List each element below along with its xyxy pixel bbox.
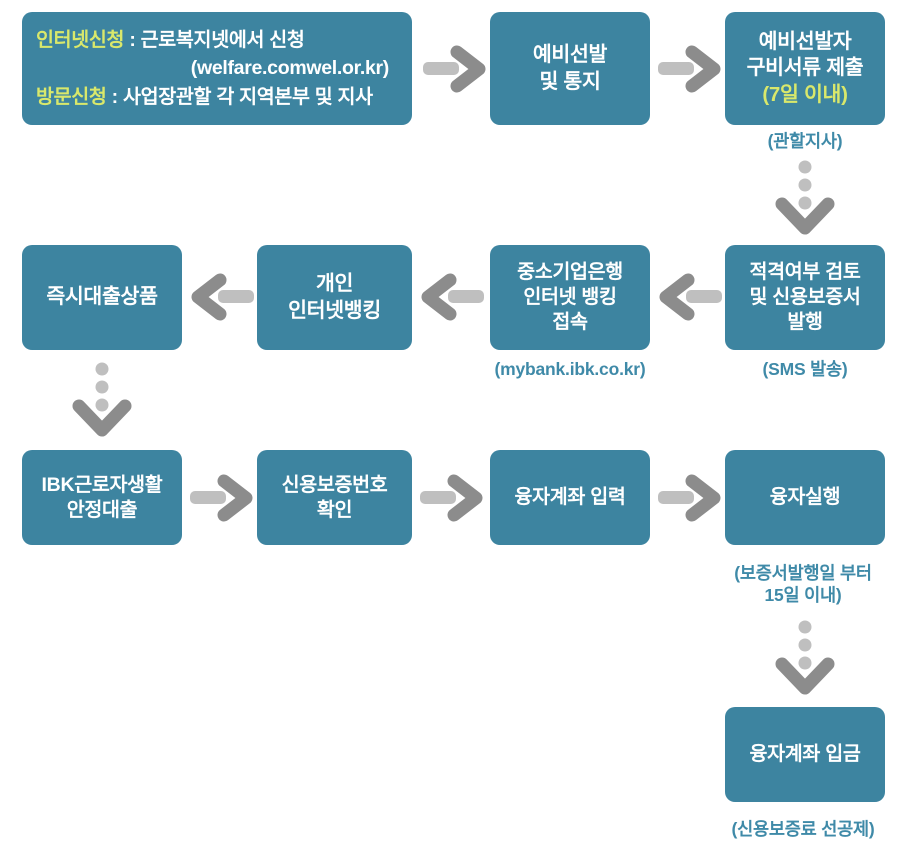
arrow-review-to-ibk-netbank (658, 273, 722, 321)
node-apply-line-1-value: 근로복지넷에서 신청 (140, 29, 305, 52)
node-apply-line-3: 방문신청 : 사업장관할 각 지역본부 및 지사 (36, 83, 400, 111)
arrow-apply-to-preselect (423, 45, 487, 93)
arrow-instant-loan-to-ibk-loan (67, 362, 137, 440)
node-instant-loan: 즉시대출상품 (22, 245, 182, 350)
node-preselect: 예비선발 및 통지 (490, 12, 650, 125)
caption-review: (SMS 발송) (762, 359, 848, 379)
node-guarantee-no: 신용보증번호 확인 (257, 450, 412, 545)
node-documents-highlight: (7일 이내) (762, 82, 848, 106)
node-review: 적격여부 검토 및 신용보증서 발행 (725, 245, 885, 350)
node-apply-line-3-label: 방문신청 (36, 85, 107, 108)
node-loan-exec: 융자실행 (725, 450, 885, 545)
caption-documents: (관할지사) (767, 131, 843, 151)
caption-deposit: (신용보증료 선공제) (731, 819, 875, 839)
node-ibk-loan: IBK근로자생활 안정대출 (22, 450, 182, 545)
node-apply-line-3-sep: : (106, 85, 123, 108)
node-apply-line-1: 인터넷신청 : 근로복지넷에서 신청 (36, 26, 400, 54)
node-apply: 인터넷신청 : 근로복지넷에서 신청 (welfare.comwel.or.kr… (22, 12, 412, 125)
node-apply-line-2-value: (welfare.comwel.or.kr) (190, 57, 390, 80)
arrow-account-input-to-loan-exec (658, 474, 722, 522)
node-deposit: 융자계좌 입금 (725, 707, 885, 802)
arrow-personal-netbank-to-instant-loan (190, 273, 254, 321)
arrow-ibk-loan-to-guarantee-no (190, 474, 254, 522)
node-apply-line-3-value: 사업장관할 각 지역본부 및 지사 (123, 85, 373, 108)
arrow-ibk-netbank-to-personal-netbank (420, 273, 484, 321)
caption-ibk-netbank: (mybank.ibk.co.kr) (494, 359, 646, 379)
caption-loan-exec: (보증서발행일 부터 15일 이내) (734, 563, 872, 606)
node-personal-netbank: 개인 인터넷뱅킹 (257, 245, 412, 350)
arrow-loan-exec-to-deposit (770, 620, 840, 698)
node-account-input: 융자계좌 입력 (490, 450, 650, 545)
node-apply-line-2: (welfare.comwel.or.kr) (25, 54, 411, 82)
node-documents: 예비선발자 구비서류 제출 (7일 이내) (725, 12, 885, 125)
node-documents-text: 예비선발자 구비서류 제출 (746, 30, 864, 80)
arrow-guarantee-no-to-account-input (420, 474, 484, 522)
arrow-documents-to-review (770, 160, 840, 238)
node-apply-line-1-label: 인터넷신청 (36, 29, 125, 52)
node-apply-line-1-sep: : (124, 29, 141, 52)
node-ibk-netbank: 중소기업은행 인터넷 뱅킹 접속 (490, 245, 650, 350)
arrow-preselect-to-documents (658, 45, 722, 93)
